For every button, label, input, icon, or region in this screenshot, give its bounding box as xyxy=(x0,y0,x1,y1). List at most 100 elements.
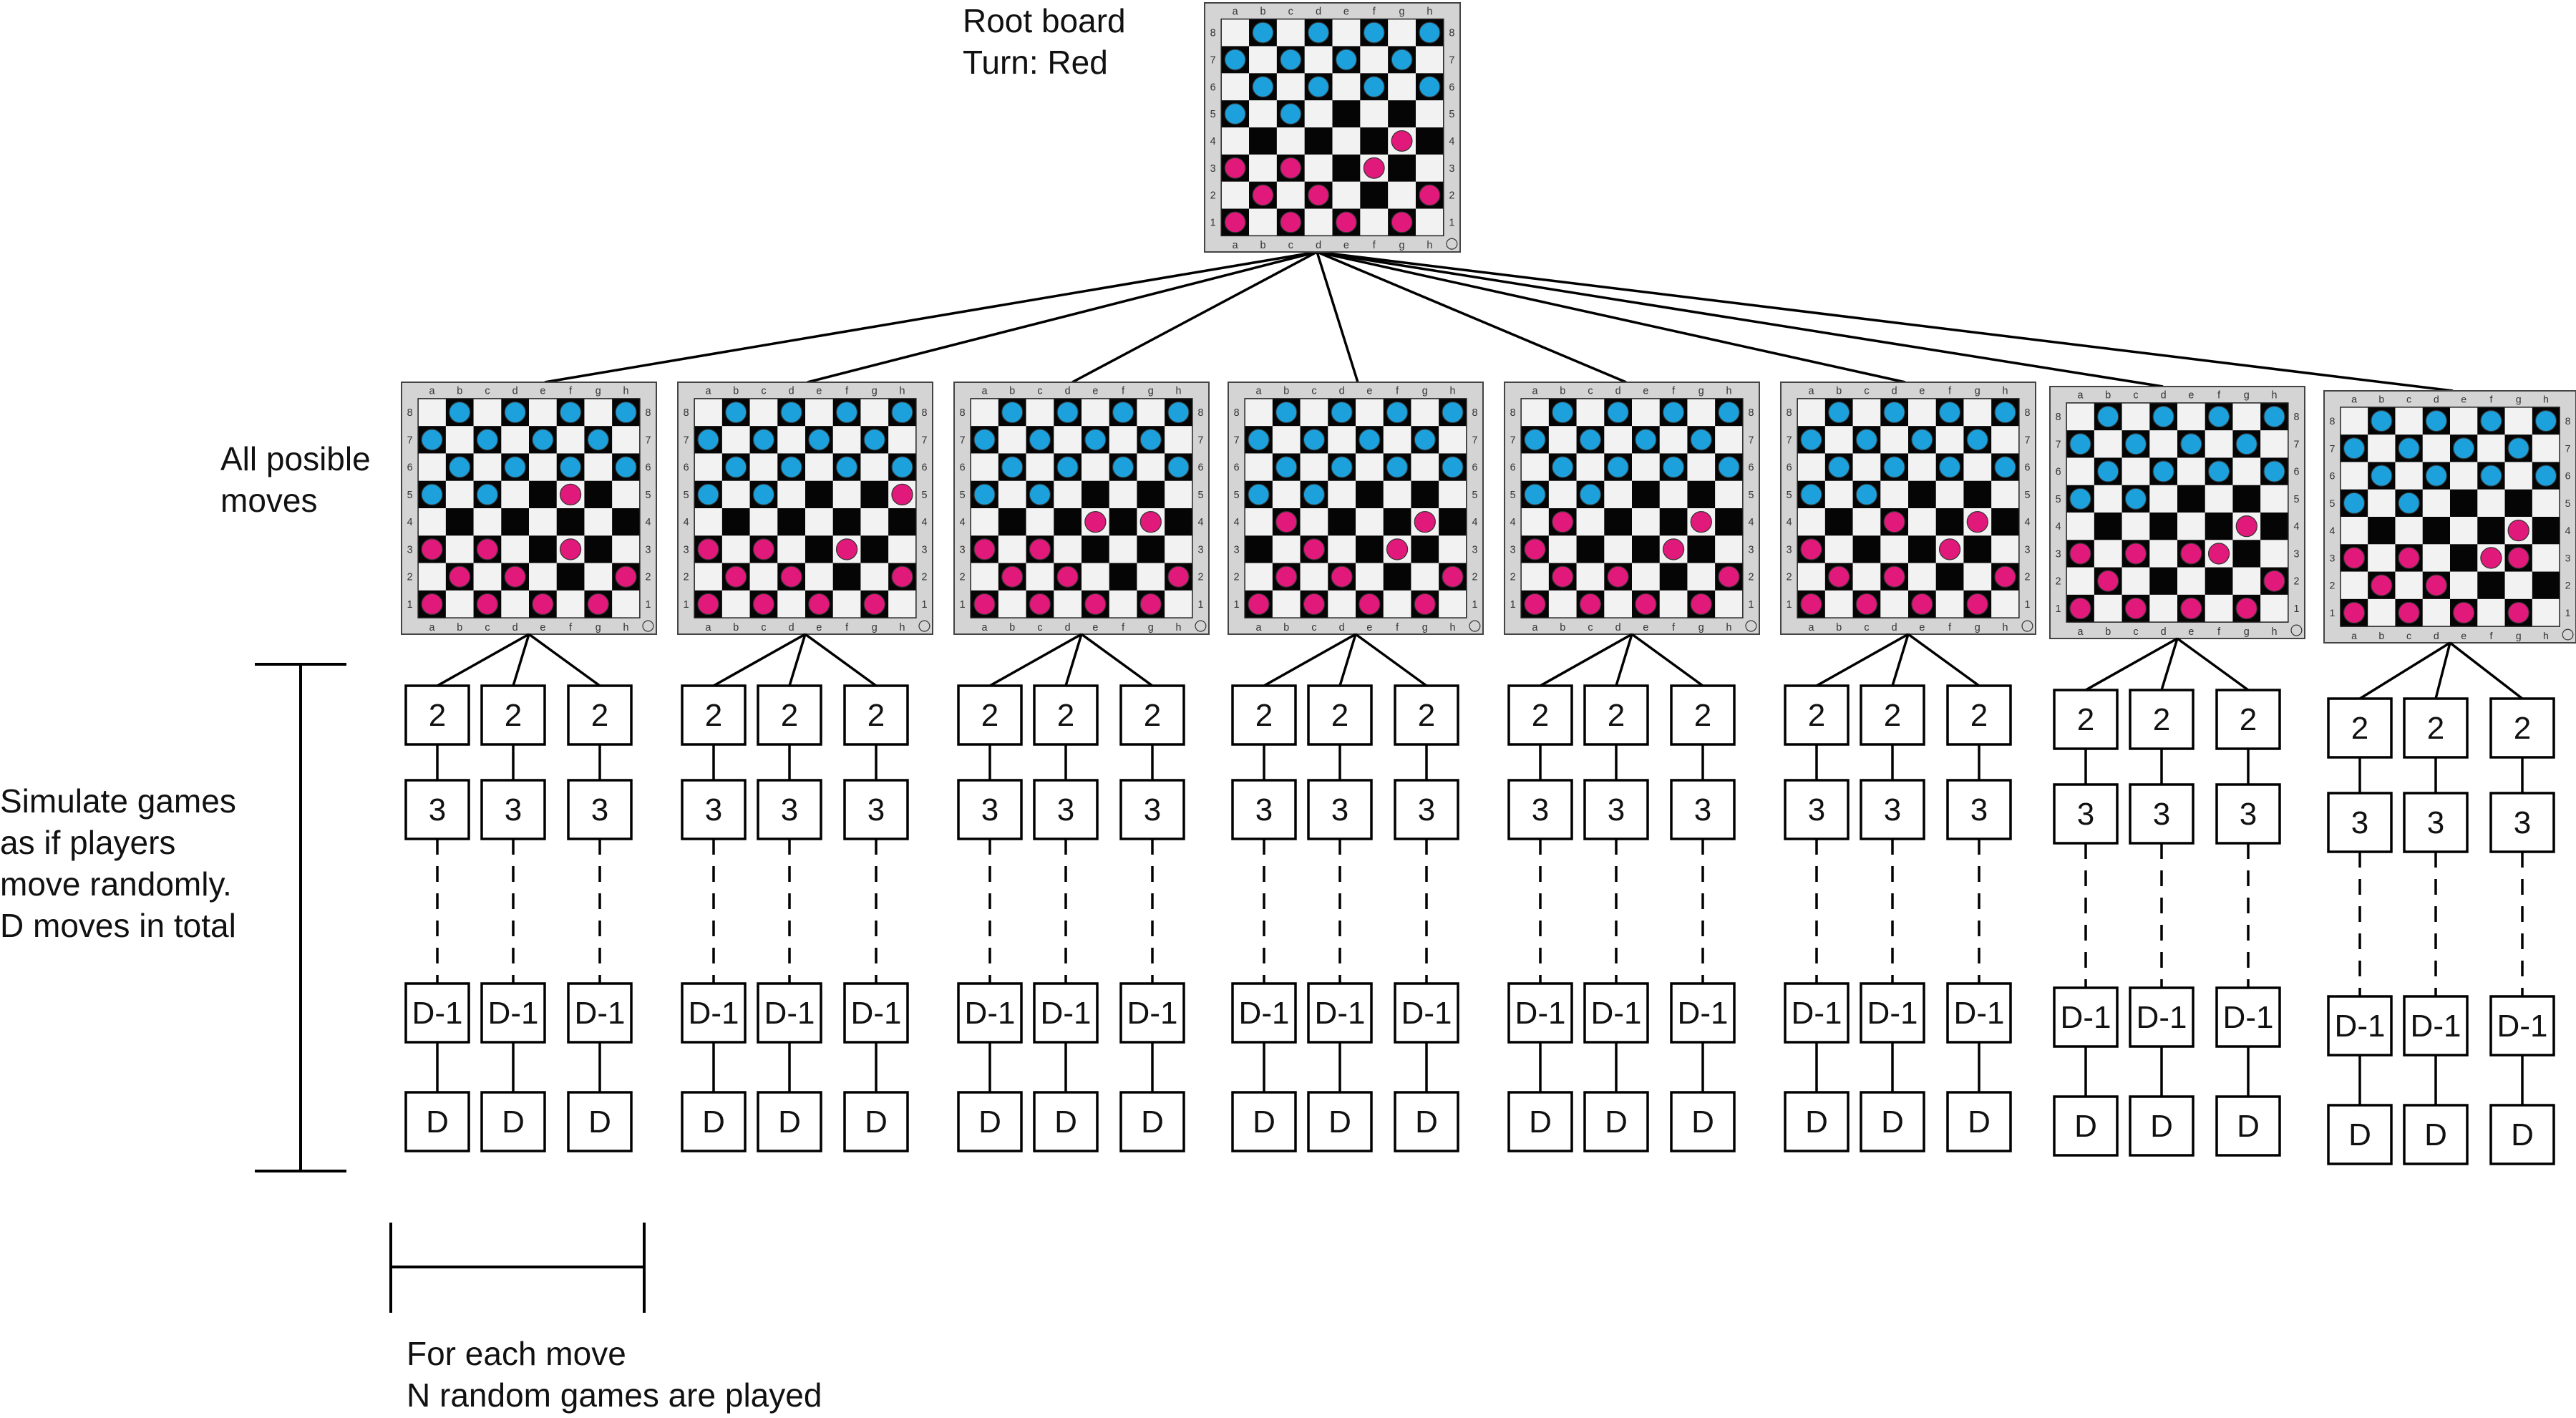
file-label: d xyxy=(2434,631,2439,642)
light-square xyxy=(1245,563,1273,591)
simulate-line-1: Simulate games xyxy=(0,782,236,820)
move-node-label: D xyxy=(702,1104,725,1140)
rank-label: 3 xyxy=(1210,163,1216,175)
rank-label: 1 xyxy=(1210,217,1216,228)
light-square xyxy=(1054,426,1082,454)
light-square xyxy=(1908,508,1937,536)
file-label: f xyxy=(845,385,848,397)
red-checker-piece xyxy=(1167,565,1190,588)
light-square xyxy=(445,480,474,509)
rank-label: 7 xyxy=(1197,434,1203,446)
blue-checker-piece xyxy=(1224,103,1246,125)
move-node-label: D xyxy=(1054,1104,1077,1140)
file-label: a xyxy=(1532,622,1538,633)
board-grid-border xyxy=(694,398,917,618)
move-node-label: D-1 xyxy=(488,996,539,1031)
dark-square xyxy=(1356,480,1384,509)
dark-square xyxy=(2260,513,2289,540)
move-node-box xyxy=(1119,684,1185,746)
rank-label: 7 xyxy=(921,434,927,446)
dark-square xyxy=(1054,508,1082,536)
blue-checker-piece xyxy=(2398,437,2420,460)
dark-square xyxy=(1245,535,1273,563)
rank-label: 5 xyxy=(1234,490,1240,501)
light-square xyxy=(1328,535,1356,563)
file-label: b xyxy=(1836,622,1842,633)
light-square xyxy=(418,398,447,427)
tree-edge xyxy=(1316,251,1906,384)
file-label: g xyxy=(1399,6,1405,17)
file-label: g xyxy=(2516,394,2522,405)
move-node-label: D xyxy=(2511,1117,2534,1152)
blue-checker-piece xyxy=(2069,433,2091,455)
file-label: h xyxy=(2543,394,2549,405)
light-square xyxy=(1304,100,1333,128)
light-square xyxy=(1576,398,1605,427)
dark-square xyxy=(1659,563,1688,591)
light-square xyxy=(529,398,558,427)
light-square xyxy=(2232,457,2261,486)
simulate-line-2: as if players xyxy=(0,824,176,861)
red-checker-piece xyxy=(1335,211,1357,233)
file-label: c xyxy=(1288,6,1293,17)
rank-label: 6 xyxy=(1510,462,1516,474)
simulation-branch xyxy=(2449,641,2524,700)
move-node-label: D xyxy=(1968,1104,1991,1140)
light-square xyxy=(1221,73,1250,101)
move-node-label: D xyxy=(1141,1104,1164,1140)
light-square xyxy=(1388,19,1416,47)
rank-label: 3 xyxy=(1197,544,1203,555)
file-label: b xyxy=(733,622,739,633)
blue-checker-piece xyxy=(2180,433,2202,455)
move-node-box xyxy=(1033,779,1099,840)
simulation-branch xyxy=(1891,633,1910,686)
blue-checker-piece xyxy=(1391,49,1413,71)
light-square xyxy=(1411,398,1439,427)
file-label: d xyxy=(789,622,794,633)
light-square xyxy=(1852,508,1881,536)
file-label: h xyxy=(2003,385,2008,397)
light-square xyxy=(473,453,502,482)
rank-label: 7 xyxy=(2056,439,2061,450)
blue-checker-piece xyxy=(1994,401,2016,424)
light-square xyxy=(445,535,474,563)
dark-square xyxy=(2149,513,2178,540)
dark-square xyxy=(2422,517,2451,545)
light-square xyxy=(1360,46,1389,74)
red-checker-piece xyxy=(1911,593,1933,616)
light-square xyxy=(1411,453,1439,482)
blue-checker-piece xyxy=(1911,429,1933,451)
move-node-label: D xyxy=(426,1104,449,1140)
blue-checker-piece xyxy=(973,429,996,451)
simulation-branch xyxy=(1630,633,1704,687)
file-label: d xyxy=(1615,622,1621,633)
light-square xyxy=(1137,398,1165,427)
move-node-label: D-1 xyxy=(1401,996,1452,1031)
move-node-label: D xyxy=(588,1104,611,1140)
rank-label: 5 xyxy=(1510,490,1516,501)
red-checker-piece xyxy=(1275,565,1298,588)
file-label: b xyxy=(1260,240,1265,251)
move-node-label: 3 xyxy=(705,792,722,827)
light-square xyxy=(2532,434,2560,462)
file-label: g xyxy=(1698,385,1704,397)
light-square xyxy=(445,590,474,618)
blue-checker-piece xyxy=(1056,401,1079,424)
file-label: e xyxy=(540,622,545,633)
light-square xyxy=(1411,563,1439,591)
light-square xyxy=(1332,19,1361,47)
file-label: b xyxy=(2378,631,2384,642)
file-label: c xyxy=(1864,385,1869,397)
light-square xyxy=(749,398,778,427)
move-node-label: 2 xyxy=(981,698,998,733)
root-board-label: Root board Turn: Red xyxy=(963,0,1126,83)
blue-checker-piece xyxy=(1386,456,1409,478)
red-checker-piece xyxy=(1966,593,1988,616)
red-checker-piece xyxy=(1308,184,1330,206)
red-checker-piece xyxy=(1552,565,1574,588)
